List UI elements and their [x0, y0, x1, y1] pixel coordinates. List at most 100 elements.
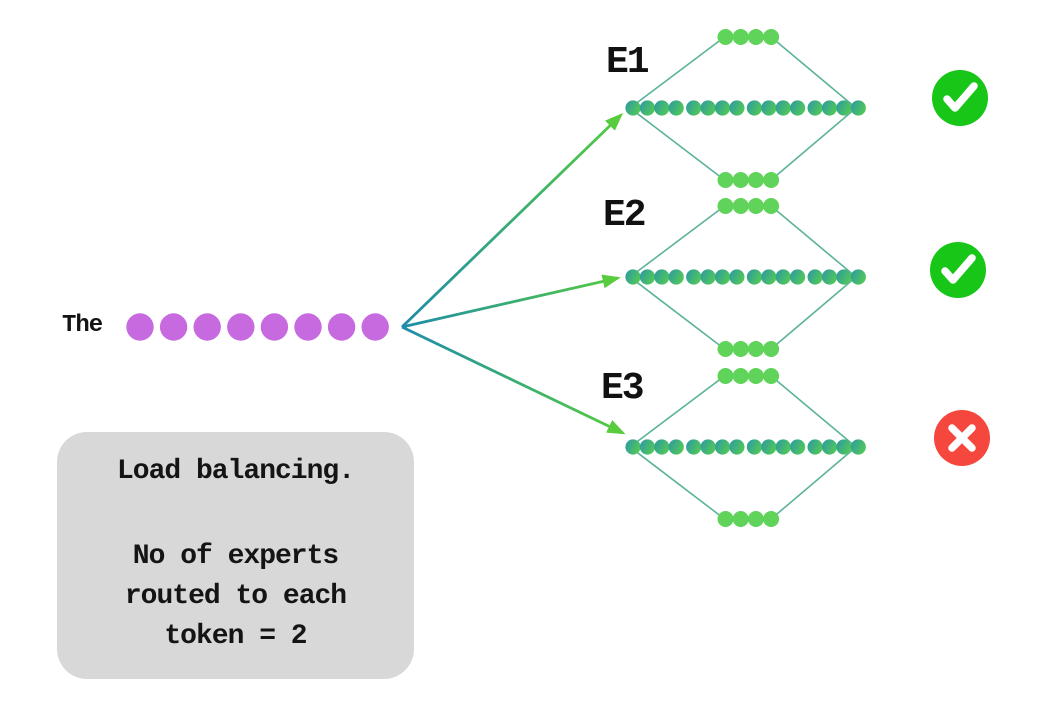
expert-unit-dot	[807, 439, 823, 455]
expert-edge-line	[629, 107, 725, 181]
note-line-2: No of experts	[132, 541, 339, 572]
expert-label-e2: E2	[603, 194, 647, 237]
token-dot	[361, 313, 389, 341]
expert-edge-line	[629, 205, 725, 278]
expert-io-dot	[732, 29, 749, 45]
expert-unit-dot	[654, 439, 670, 455]
note-line-title: Load balancing.	[116, 456, 355, 487]
note-line-3: routed to each	[124, 581, 347, 612]
expert-unit-dot	[850, 100, 866, 116]
expert-unit-dot	[790, 439, 806, 455]
expert-unit-dot	[836, 100, 852, 116]
expert-unit-dot	[729, 269, 745, 285]
expert-unit-dot	[775, 100, 791, 116]
router-arrow-e1	[401, 113, 624, 329]
status-icon-e2	[929, 241, 987, 299]
note-box: Load balancing. No of experts routed to …	[57, 432, 414, 679]
expert-unit-dot	[639, 439, 656, 455]
expert-io-dot	[717, 172, 734, 188]
expert-unit-dot	[668, 269, 684, 285]
expert-unit-dot	[836, 439, 852, 455]
expert-unit-dot	[761, 269, 777, 285]
expert-io-dot	[747, 341, 764, 357]
expert-unit-dot	[714, 439, 731, 455]
expert-unit-dot	[761, 439, 777, 455]
token-dot	[227, 313, 255, 341]
expert-unit-dot	[746, 439, 763, 455]
expert-e1-network	[625, 29, 866, 188]
expert-io-dot	[763, 511, 780, 527]
expert-io-dot	[717, 341, 734, 357]
expert-unit-dot	[625, 269, 641, 285]
expert-edge-line	[770, 375, 857, 448]
check-circle-icon	[930, 242, 986, 298]
expert-unit-dot	[761, 100, 777, 116]
expert-io-dot	[732, 198, 749, 214]
expert-unit-dot	[686, 439, 702, 455]
expert-io-dot	[763, 368, 780, 384]
expert-io-dot	[763, 198, 780, 214]
expert-edge-line	[770, 36, 857, 109]
expert-edge-line	[770, 205, 857, 278]
expert-unit-dot	[729, 100, 745, 116]
router-arrow-e3	[401, 325, 626, 435]
expert-io-dot	[717, 198, 734, 214]
expert-unit-dot	[775, 269, 791, 285]
expert-unit-dot	[700, 269, 716, 285]
expert-unit-dot	[625, 100, 641, 116]
expert-edge-line	[629, 375, 725, 448]
expert-io-dot	[732, 341, 749, 357]
expert-unit-dot	[821, 100, 838, 116]
expert-unit-dot	[654, 100, 670, 116]
expert-io-dot	[763, 341, 780, 357]
expert-e3-network	[625, 368, 866, 527]
expert-edge-line	[629, 276, 725, 350]
expert-io-dot	[747, 511, 764, 527]
expert-io-dot	[763, 29, 780, 45]
expert-unit-dot	[714, 100, 731, 116]
expert-unit-dot	[850, 269, 866, 285]
expert-unit-dot	[700, 439, 716, 455]
expert-io-dot	[747, 198, 764, 214]
token-text: The	[62, 312, 103, 339]
expert-unit-dot	[729, 439, 745, 455]
expert-unit-dot	[668, 439, 684, 455]
router-arrow-e2	[401, 274, 621, 329]
expert-unit-dot	[746, 269, 763, 285]
expert-edge-line	[629, 446, 725, 520]
expert-unit-dot	[625, 439, 641, 455]
expert-edge-line	[770, 107, 857, 181]
check-circle-icon	[932, 70, 988, 126]
expert-unit-dot	[807, 269, 823, 285]
token-dot	[159, 313, 188, 341]
expert-unit-dot	[821, 439, 838, 455]
token-dot	[260, 313, 289, 341]
expert-io-dot	[717, 368, 734, 384]
expert-unit-dot	[821, 269, 838, 285]
expert-unit-dot	[668, 100, 684, 116]
expert-unit-dot	[807, 100, 823, 116]
expert-unit-dot	[790, 269, 806, 285]
expert-unit-dot	[714, 269, 731, 285]
expert-unit-dot	[686, 269, 702, 285]
expert-unit-dot	[639, 269, 656, 285]
token-embedding-dots	[126, 313, 389, 341]
expert-unit-dot	[639, 100, 656, 116]
expert-edge-line	[770, 446, 857, 520]
status-icon-e1	[931, 69, 989, 127]
expert-unit-dot	[850, 439, 866, 455]
token-dot	[327, 313, 356, 341]
token-dot	[193, 313, 221, 341]
expert-e2-network	[625, 198, 866, 357]
expert-io-dot	[732, 172, 749, 188]
expert-label-e3: E3	[601, 367, 645, 410]
expert-edge-line	[629, 36, 725, 109]
expert-unit-dot	[654, 269, 670, 285]
expert-io-dot	[747, 29, 764, 45]
expert-io-dot	[732, 368, 749, 384]
cross-circle-icon	[934, 410, 990, 466]
expert-unit-dot	[836, 269, 852, 285]
token-dot	[126, 313, 154, 341]
